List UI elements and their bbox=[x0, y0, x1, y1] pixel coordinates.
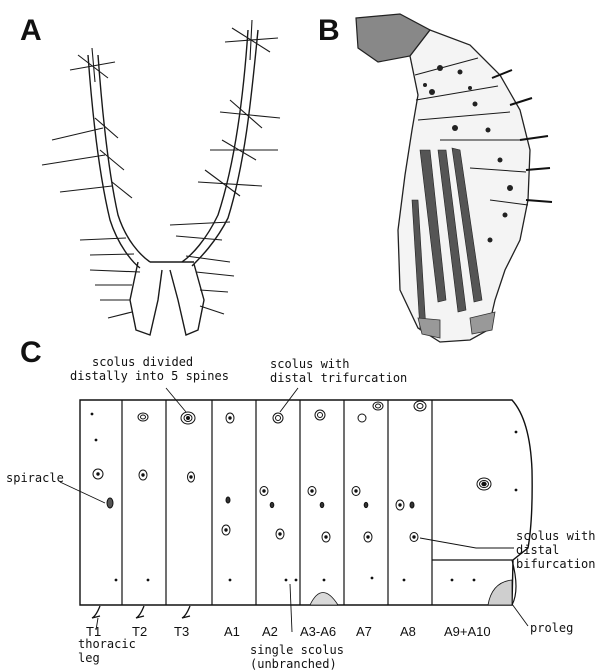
panel-a-scoli-drawing bbox=[42, 20, 280, 335]
segment-label-t3: T3 bbox=[174, 624, 189, 639]
annotation-proleg: proleg bbox=[530, 621, 573, 635]
segment-label-t2: T2 bbox=[132, 624, 147, 639]
annotation-single-scolus: single scolus (unbranched) bbox=[250, 643, 351, 671]
panel-label-b: B bbox=[318, 14, 340, 47]
segment-label-a1: A1 bbox=[224, 624, 240, 639]
segment-label-a7: A7 bbox=[356, 624, 372, 639]
annotation-scolus-trifurcation: scolus with distal trifurcation bbox=[270, 357, 407, 385]
segment-label-a9-a10: A9+A10 bbox=[444, 624, 491, 639]
panel-label-a: A bbox=[20, 14, 42, 47]
annotation-thoracic-leg: thoracic leg bbox=[78, 637, 143, 665]
segment-label-a2: A2 bbox=[262, 624, 278, 639]
segment-label-a8: A8 bbox=[400, 624, 416, 639]
segment-label-t1: T1 bbox=[86, 624, 101, 639]
panel-c-body-map bbox=[80, 400, 532, 618]
annotation-scolus-bifurcation: scolus with distal bifurcation bbox=[516, 529, 600, 571]
leader-lines bbox=[60, 388, 528, 632]
annotation-spiracle: spiracle bbox=[6, 471, 64, 485]
panel-label-c: C bbox=[20, 336, 42, 369]
annotation-scolus-divided: scolus divided distally into 5 spines bbox=[70, 355, 229, 383]
segment-label-a3-a6: A3-A6 bbox=[300, 624, 336, 639]
segment-labels: T1 T2 T3 A1 A2 A3-A6 A7 A8 A9+A10 bbox=[86, 624, 491, 639]
panel-b-larva-drawing bbox=[356, 14, 552, 342]
